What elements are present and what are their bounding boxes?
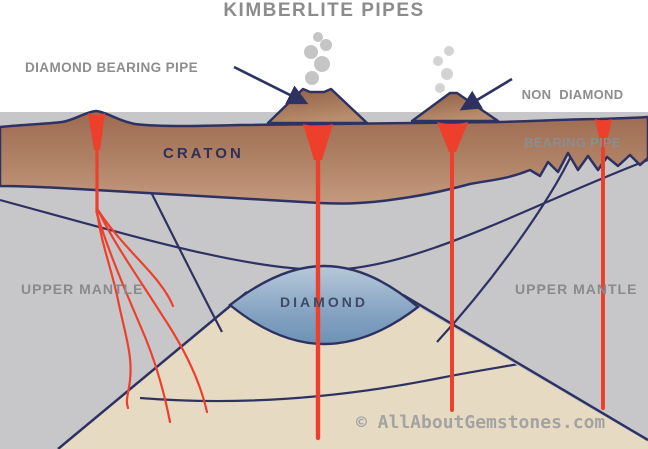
volcanoes — [266, 87, 500, 125]
diagram-title: KIMBERLITE PIPES — [223, 0, 425, 21]
right-steep-curve — [436, 151, 574, 343]
non-diamond-bearing-pipe-label: NON DIAMOND BEARING PIPE — [500, 55, 645, 167]
pipe-conduits — [95, 141, 605, 441]
left-steep-curve — [149, 189, 223, 333]
branch-4 — [96, 208, 175, 308]
craton-layer — [0, 109, 648, 205]
craton-label: CRATON — [163, 145, 244, 162]
deep-isotherm-curve — [139, 358, 541, 403]
kimberlite-pipes — [88, 113, 612, 160]
branch-3 — [97, 210, 209, 414]
asthenosphere-wedge — [58, 305, 648, 449]
non-diamond-label-line2: BEARING PIPE — [524, 135, 621, 150]
diamond-zone-label: DIAMOND — [280, 294, 368, 310]
volcano-smoke — [304, 32, 454, 93]
upper-mantle-label-right: UPPER MANTLE — [515, 281, 638, 297]
non-diamond-volcano — [410, 91, 500, 123]
watermark-text: © AllAboutGemstones.com — [356, 412, 606, 433]
left-pipe-flare — [88, 113, 105, 150]
smoke-left-plume — [304, 32, 332, 85]
center-pipe-flare — [303, 124, 333, 160]
diamond-stability-lens — [228, 264, 420, 346]
diamond-pipe-arrow — [233, 65, 309, 105]
smoke-right-plume — [433, 46, 454, 93]
branch-1 — [95, 208, 132, 410]
non-diamond-label-line1: NON DIAMOND — [521, 87, 624, 102]
upper-mantle-label-left: UPPER MANTLE — [21, 281, 144, 297]
right-volcano-pipe-flare — [437, 122, 468, 152]
annotation-arrows — [233, 65, 513, 111]
left-pipe-root-branches — [95, 208, 209, 424]
far-right-pipe-flare — [595, 119, 612, 146]
wedge-right-boundary-line — [402, 293, 648, 442]
diamond-bearing-pipe-label: DIAMOND BEARING PIPE — [25, 60, 199, 75]
non-diamond-pipe-arrow — [459, 77, 513, 111]
branch-2 — [95, 212, 172, 424]
